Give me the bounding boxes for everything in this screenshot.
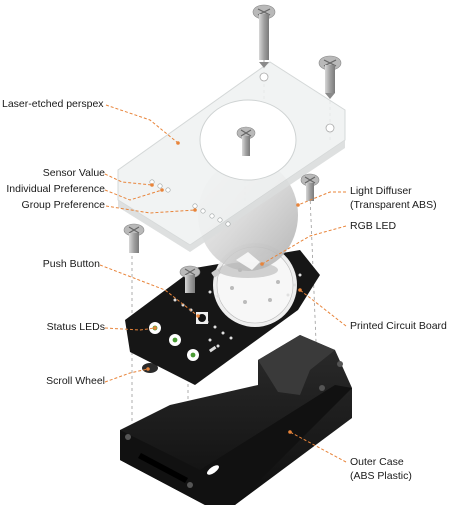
scroll-wheel bbox=[142, 363, 158, 373]
leader-dots bbox=[146, 141, 302, 434]
label-group-preference: Group Preference bbox=[21, 199, 105, 211]
label-status-leds: Status LEDs bbox=[46, 321, 105, 333]
label-light-diffuser-material: (Transparent ABS) bbox=[350, 199, 437, 211]
leader-lines bbox=[99, 104, 347, 463]
label-pcb: Printed Circuit Board bbox=[350, 320, 447, 332]
label-scroll-wheel: Scroll Wheel bbox=[46, 375, 105, 387]
label-push-button: Push Button bbox=[42, 258, 100, 270]
perspex-plate bbox=[117, 61, 346, 252]
label-rgb-led: RGB LED bbox=[350, 220, 397, 232]
label-outer-case-material: (ABS Plastic) bbox=[350, 470, 412, 482]
label-sensor-value: Sensor Value bbox=[42, 167, 105, 179]
screw-icon bbox=[123, 4, 342, 293]
push-button-icon bbox=[196, 312, 208, 324]
label-outer-case: Outer Case bbox=[350, 456, 404, 468]
label-perspex: Laser-etched perspex bbox=[2, 98, 104, 110]
label-light-diffuser: Light Diffuser bbox=[350, 185, 412, 197]
outer-case bbox=[120, 335, 352, 505]
label-individual-preference: Individual Preference bbox=[6, 183, 105, 195]
